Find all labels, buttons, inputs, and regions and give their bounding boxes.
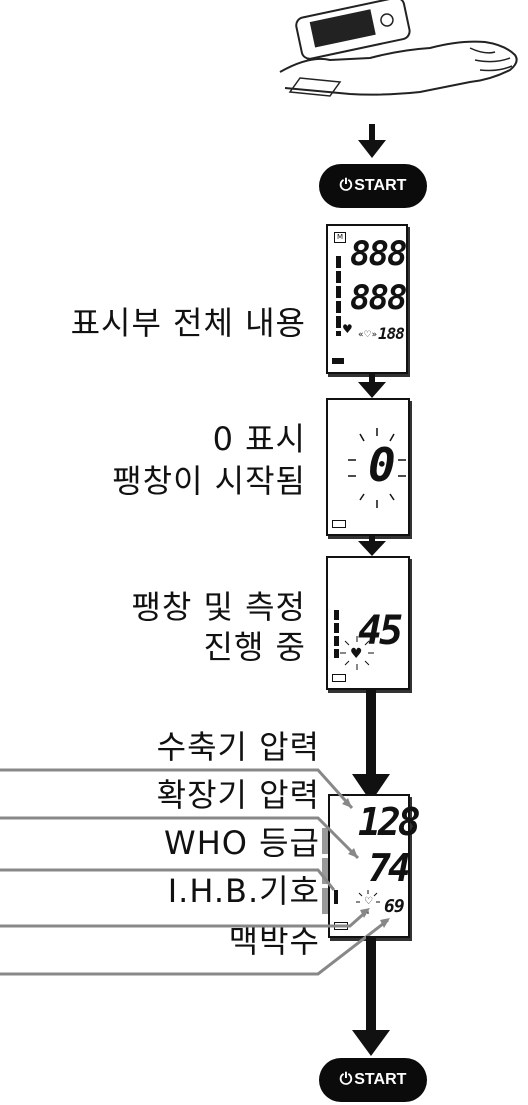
who-scale-bar (336, 256, 341, 336)
heart-blink-icon: ♥ (350, 646, 363, 662)
lcd-pulse-digits: 188 (378, 324, 405, 343)
who-grade-mark (334, 890, 338, 904)
battery-icon (332, 358, 344, 364)
down-arrow-icon (358, 534, 386, 556)
who-scale-bar (334, 610, 339, 658)
battery-icon (332, 674, 346, 682)
lcd-top-digits: 888 (350, 234, 407, 274)
start-label: START (354, 177, 407, 194)
down-arrow-icon (358, 372, 386, 398)
diastolic-label: 확장기 압력 (156, 776, 320, 814)
lcd-systolic-digits: 128 (358, 800, 421, 844)
lcd-inflate-display: 45 ♥ (326, 556, 410, 690)
pulse-heart-icon: «♡» (358, 330, 378, 340)
battery-icon (332, 520, 346, 528)
who-grade-label: WHO 등급 (164, 824, 320, 862)
full-display-label: 표시부 전체 내용 (70, 304, 306, 342)
ihb-label: I.H.B.기호 (167, 872, 320, 910)
start-button[interactable]: ⏻ START (319, 164, 427, 208)
lcd-result-display: 128 74 ♡ 69 (328, 794, 421, 938)
down-arrow-icon (352, 1030, 390, 1056)
inflate-label-line2: 진행 중 (203, 628, 306, 666)
zero-label-line1: 0 표시 (212, 420, 306, 458)
down-arrow-icon (352, 774, 390, 802)
lcd-full-display: M 888 888 ♥ «♡» 188 (326, 224, 408, 374)
pulse-label: 맥박수 (228, 922, 320, 960)
blink-rays-icon (356, 890, 380, 914)
flow-line (366, 936, 376, 1036)
wrist-monitor-illustration (279, 0, 518, 97)
lcd-pulse-digits: 69 (384, 896, 405, 917)
down-arrow-icon (358, 124, 386, 158)
start-button[interactable]: ⏻ START (319, 1058, 427, 1102)
callout-lines (0, 768, 390, 976)
heart-icon: ♥ (342, 322, 353, 336)
systolic-label: 수축기 압력 (156, 728, 320, 766)
start-label: START (354, 1071, 407, 1088)
who-grade-bar (322, 828, 328, 918)
power-icon: ⏻ (339, 177, 353, 194)
power-icon: ⏻ (339, 1071, 353, 1088)
lcd-diastolic-digits: 74 (368, 846, 411, 890)
memory-icon: M (334, 232, 346, 243)
blink-rays-icon (348, 428, 406, 508)
blink-rays-icon (340, 636, 374, 670)
lcd-zero-digit: 0 (368, 438, 396, 492)
ihb-heart-icon: ♡ (364, 896, 373, 907)
lcd-inflate-digits: 45 (358, 608, 403, 654)
lcd-mid-digits: 888 (350, 278, 407, 318)
zero-label-line2: 팽창이 시작됨 (112, 462, 306, 500)
inflate-label-line1: 팽창 및 측정 (131, 588, 306, 626)
lcd-zero-display: 0 (326, 398, 410, 536)
flow-line (366, 688, 376, 780)
